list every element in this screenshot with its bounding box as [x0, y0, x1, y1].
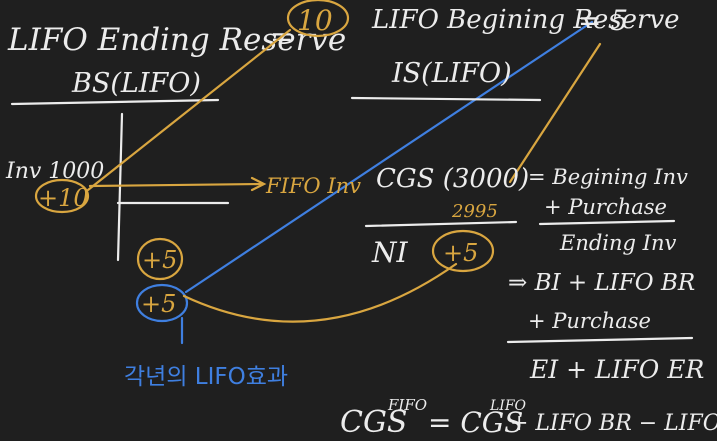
ni-adjust-circle [431, 229, 495, 273]
formula-divider-1 [538, 219, 676, 226]
beginning-reserve-title: LIFO Begining Reserve [371, 5, 680, 35]
arrow-to-fifo-inv [88, 182, 264, 188]
final-cgs: CGS [340, 405, 407, 440]
final-reserve-terms: + LIFO BR − LIFO ER [510, 411, 717, 436]
formula-line-3: Ending Inv [559, 231, 676, 255]
formula-line-1: = Begining Inv [528, 165, 688, 189]
ending-reserve-circle [286, 0, 350, 38]
ni-adjust-value: +5 [443, 239, 478, 267]
year-adjust-value-1: +5 [142, 246, 177, 274]
t-account-vertical [116, 112, 124, 262]
formula-line-4: ⇒ BI + LIFO BR [508, 270, 695, 296]
is-underline [350, 96, 542, 102]
is-divider [364, 220, 518, 228]
ending-reserve-value: 10 [297, 4, 333, 37]
arrow-to-fifo-inv-head [250, 176, 267, 192]
ni-label: NI [371, 236, 409, 269]
formula-divider-2 [506, 336, 694, 344]
formula-line-5: + Purchase [528, 309, 651, 333]
year-adjust-value-2: +5 [141, 290, 176, 318]
link-inv-to-ending-reserve [86, 28, 292, 192]
beginning-reserve-value: = 5 [578, 4, 628, 37]
final-cgs-lifo-sup: LIFO [489, 398, 527, 414]
formula-line-6: EI + LIFO ER [529, 355, 704, 384]
bs-underline [10, 98, 220, 106]
cgs-label: CGS (3000) [376, 164, 529, 194]
year-adjust-circle-2 [135, 283, 189, 323]
link-br-to-cgs [508, 42, 602, 184]
cgs-adjusted-value: 2995 [451, 201, 498, 222]
fifo-inv-label: FIFO Inv [265, 174, 361, 198]
is-lifo-subtitle: IS(LIFO) [391, 58, 512, 89]
curve-to-ni [182, 262, 458, 323]
link-to-beginning-reserve [184, 20, 594, 294]
formula-line-2: + Purchase [544, 195, 667, 219]
year-adjust-circle-1 [136, 237, 184, 281]
inv-adjust-value: +10 [38, 184, 89, 212]
inv-adjust-circle [34, 178, 90, 214]
lifo-effect-note: 각년의 LIFO효과 [124, 364, 288, 390]
final-cgs-fifo-sup: FIFO [387, 396, 427, 414]
final-eq-cgs: = CGS [428, 406, 523, 439]
bs-lifo-subtitle: BS(LIFO) [71, 68, 201, 99]
ending-reserve-title: LIFO Ending Reserve [7, 22, 346, 58]
